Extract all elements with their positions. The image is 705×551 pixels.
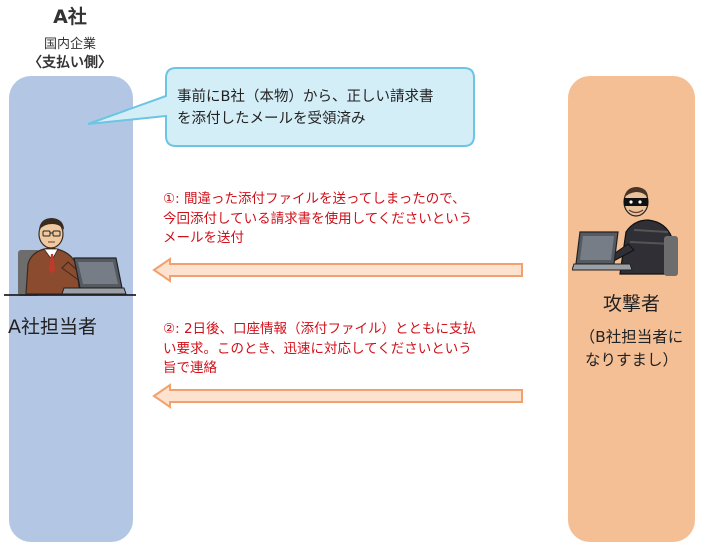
attacker-note-line-1: （B社担当者に <box>579 328 684 346</box>
message-1-line-3: メールを送付 <box>163 230 244 246</box>
message-1-line-2: 今回添付している請求書を使用してくださいという <box>163 210 473 227</box>
bubble-line-2: を添付したメールを受領済み <box>177 111 366 127</box>
office-worker-at-laptop-icon <box>4 218 136 296</box>
company-a-lane <box>9 76 133 542</box>
attacker-note-line-2: なりすまし） <box>584 351 678 369</box>
bubble-line-1: 事前にB社（本物）から、正しい請求書 <box>177 89 434 105</box>
attacker-lane <box>568 76 695 542</box>
speech-bubble-text: 事前にB社（本物）から、正しい請求書 を添付したメールを受領済み <box>177 86 472 130</box>
message-2-line-1: ②: 2日後、口座情報（添付ファイル）とともに支払 <box>163 321 477 337</box>
message-1-line-1: ①: 間違った添付ファイルを送ってしまったので、 <box>163 191 466 207</box>
message-2-line-3: 旨で連絡 <box>163 360 217 376</box>
arrow-left-icon <box>152 383 523 409</box>
company-a-role: 〈支払い側〉 <box>28 55 112 71</box>
masked-hacker-at-laptop-icon <box>572 187 678 276</box>
attacker-label: 攻撃者 <box>602 293 660 315</box>
message-2: ②: 2日後、口座情報（添付ファイル）とともに支払 い要求。このとき、迅速に対応… <box>163 320 558 379</box>
message-2-line-2: い要求。このとき、迅速に対応してくださいという <box>163 340 472 357</box>
speech-bubble <box>87 67 475 147</box>
company-a-subtitle: 国内企業 <box>43 37 96 52</box>
company-a-title: A社 <box>53 6 87 28</box>
company-a-person-label: A社担当者 <box>8 316 97 338</box>
arrow-left-icon <box>152 257 523 283</box>
message-1: ①: 間違った添付ファイルを送ってしまったので、 今回添付している請求書を使用し… <box>163 190 558 249</box>
